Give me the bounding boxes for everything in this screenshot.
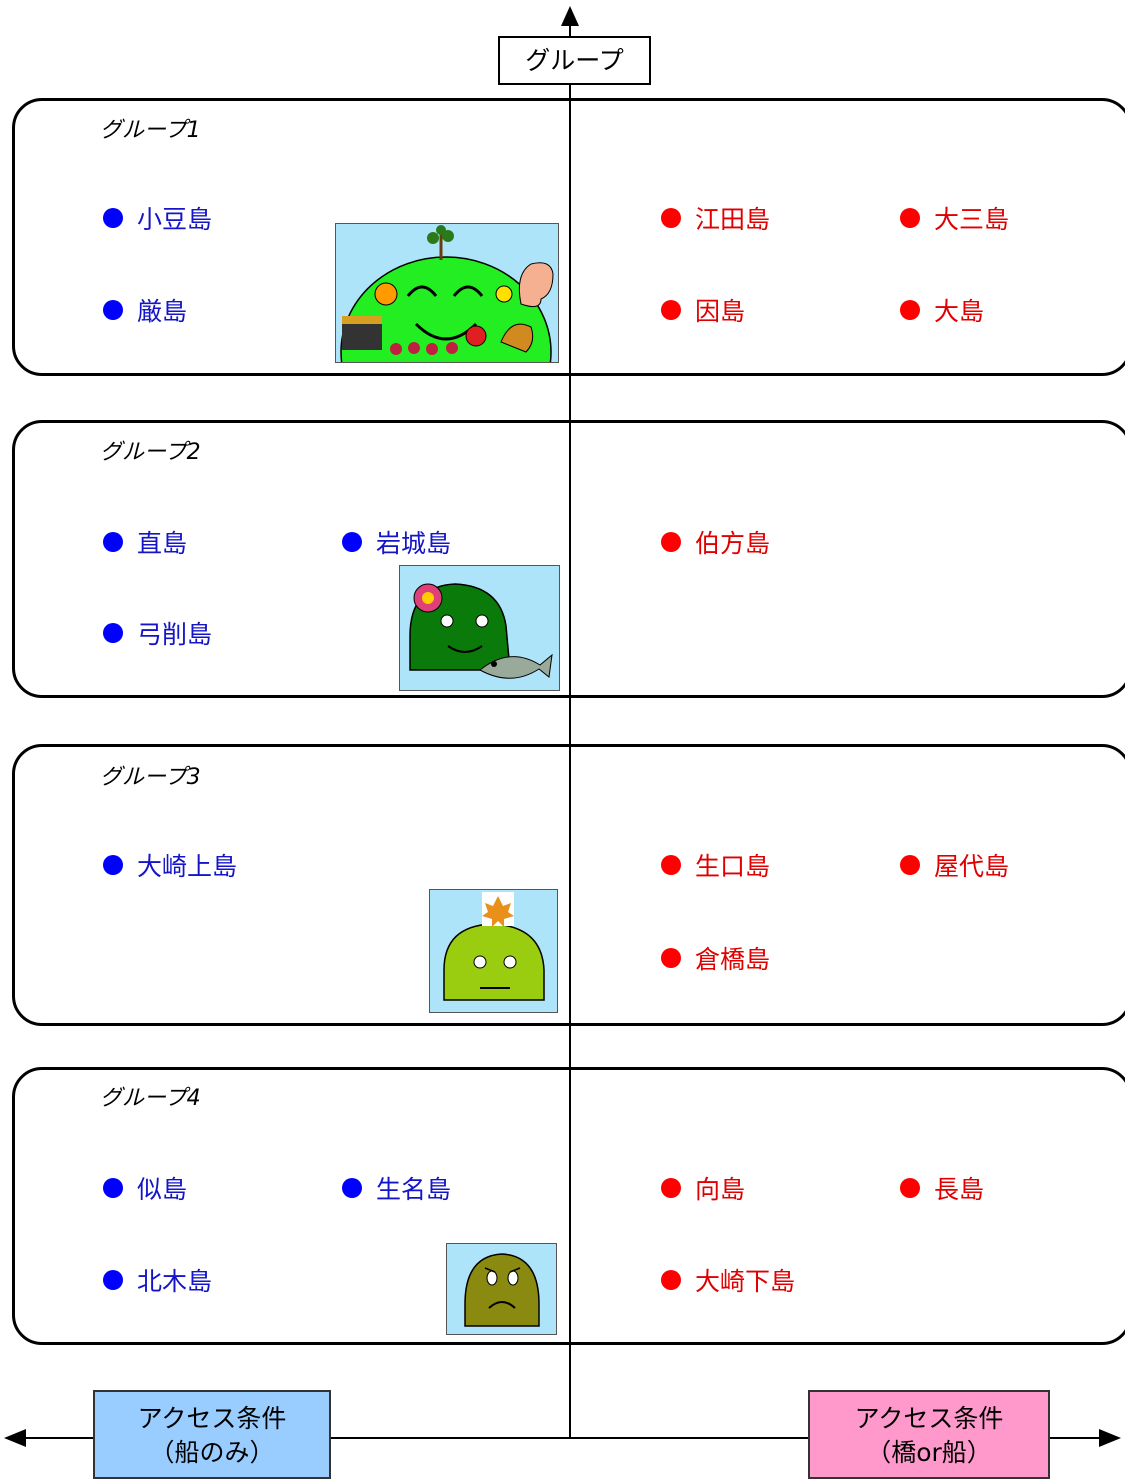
blue-dot-icon — [103, 1270, 123, 1290]
red-dot-icon — [661, 208, 681, 228]
blue-dot-icon — [342, 532, 362, 552]
blue-dot-icon — [103, 208, 123, 228]
island-bridge-or-ship: 江田島 — [661, 200, 770, 236]
happy-green-island-icon — [335, 223, 559, 363]
access-condition-ship-only-line2: （船のみ） — [149, 1438, 275, 1467]
access-condition-bridge-or-ship: アクセス条件 （橋or船） — [808, 1390, 1050, 1479]
access-condition-ship-only-line1: アクセス条件 — [137, 1404, 287, 1433]
group-title-4: グループ4 — [100, 1086, 201, 1111]
island-bridge-or-ship: 因島 — [661, 292, 745, 328]
island-ship-only: 北木島 — [103, 1262, 212, 1298]
island-bridge-or-ship: 大島 — [900, 292, 984, 328]
red-dot-icon — [661, 532, 681, 552]
group-title-3: グループ3 — [100, 765, 201, 790]
island-bridge-or-ship: 生口島 — [661, 847, 770, 883]
red-dot-icon — [900, 1178, 920, 1198]
island-ship-only: 生名島 — [342, 1170, 451, 1206]
red-dot-icon — [661, 1270, 681, 1290]
island-ship-only: 小豆島 — [103, 200, 212, 236]
island-ship-only: 弓削島 — [103, 615, 212, 651]
right-arrow-icon — [1099, 1429, 1121, 1447]
island-bridge-or-ship: 屋代島 — [900, 847, 1009, 883]
group-title-2: グループ2 — [100, 440, 201, 465]
blue-dot-icon — [103, 532, 123, 552]
blue-dot-icon — [103, 1178, 123, 1198]
smiling-dark-green-island-icon — [399, 565, 560, 691]
island-bridge-or-ship: 向島 — [661, 1170, 745, 1206]
island-ship-only: 似島 — [103, 1170, 187, 1206]
blue-dot-icon — [103, 855, 123, 875]
red-dot-icon — [900, 855, 920, 875]
island-bridge-or-ship: 倉橋島 — [661, 940, 770, 976]
island-ship-only: 直島 — [103, 524, 187, 560]
blue-dot-icon — [342, 1178, 362, 1198]
blue-dot-icon — [103, 300, 123, 320]
access-condition-bridge-or-ship-line2: （橋or船） — [866, 1438, 992, 1467]
access-condition-ship-only: アクセス条件 （船のみ） — [93, 1390, 331, 1479]
sad-olive-island-icon — [446, 1243, 557, 1335]
red-dot-icon — [661, 948, 681, 968]
island-ship-only: 大崎上島 — [103, 847, 237, 883]
group-box-1 — [12, 98, 1125, 376]
up-arrow-icon — [561, 6, 579, 26]
left-arrow-icon — [4, 1429, 26, 1447]
red-dot-icon — [661, 855, 681, 875]
group-box-2 — [12, 420, 1125, 698]
group-box-4 — [12, 1067, 1125, 1345]
island-bridge-or-ship: 大崎下島 — [661, 1262, 795, 1298]
red-dot-icon — [900, 208, 920, 228]
vertical-axis-label: グループ — [498, 36, 651, 85]
island-ship-only: 岩城島 — [342, 524, 451, 560]
group-title-1: グループ1 — [100, 118, 201, 143]
red-dot-icon — [661, 1178, 681, 1198]
island-bridge-or-ship: 大三島 — [900, 200, 1009, 236]
access-condition-bridge-or-ship-line1: アクセス条件 — [854, 1404, 1004, 1433]
blue-dot-icon — [103, 623, 123, 643]
island-ship-only: 厳島 — [103, 292, 187, 328]
red-dot-icon — [661, 300, 681, 320]
island-bridge-or-ship: 長島 — [900, 1170, 984, 1206]
red-dot-icon — [900, 300, 920, 320]
neutral-yellow-green-island-icon — [429, 889, 558, 1013]
island-bridge-or-ship: 伯方島 — [661, 524, 770, 560]
group-box-3 — [12, 744, 1125, 1026]
